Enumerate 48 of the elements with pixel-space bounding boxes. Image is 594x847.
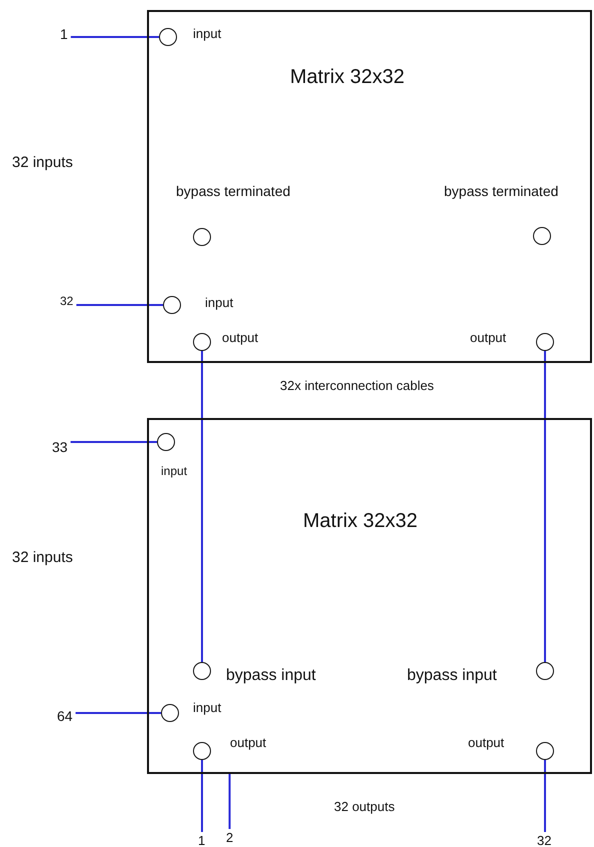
- port-label: input: [193, 701, 222, 716]
- cable-line: [76, 304, 163, 306]
- port-circle: [193, 333, 211, 351]
- port-circle: [536, 742, 554, 760]
- port-circle: [159, 28, 177, 46]
- port-circle: [161, 704, 179, 722]
- port-number: 2: [226, 831, 234, 846]
- box-title: Matrix 32x32: [303, 510, 418, 532]
- port-number: 33: [52, 440, 68, 456]
- port-label: bypass input: [407, 667, 497, 685]
- cable-line: [201, 760, 203, 832]
- port-label: bypass terminated: [176, 184, 290, 200]
- port-label: input: [193, 27, 222, 42]
- box-title: Matrix 32x32: [290, 66, 404, 88]
- cable-line: [544, 351, 546, 662]
- port-number: 1: [198, 834, 206, 847]
- matrix-box: [147, 418, 592, 774]
- port-circle: [533, 227, 551, 245]
- port-label: output: [470, 331, 506, 346]
- port-circle: [163, 296, 181, 314]
- annotation-text: 32x interconnection cables: [280, 379, 434, 394]
- port-number: 1: [60, 27, 68, 42]
- port-number: 32: [537, 834, 552, 847]
- port-label: input: [205, 296, 234, 310]
- port-circle: [157, 433, 175, 451]
- annotation-text: 32 inputs: [12, 550, 73, 566]
- matrix-box: [147, 10, 592, 363]
- cable-line: [70, 441, 157, 443]
- cable-line: [201, 351, 203, 662]
- port-label: bypass terminated: [444, 184, 558, 200]
- cable-line: [70, 36, 159, 38]
- port-circle: [536, 662, 554, 680]
- port-label: bypass input: [226, 667, 316, 685]
- cable-line: [76, 712, 161, 714]
- port-circle: [193, 228, 211, 246]
- port-label: input: [161, 465, 188, 478]
- port-label: output: [468, 736, 504, 750]
- annotation-text: 32 inputs: [12, 155, 73, 172]
- cable-line: [228, 773, 231, 829]
- port-label: output: [230, 736, 266, 750]
- port-circle: [536, 333, 554, 351]
- port-number: 64: [57, 709, 73, 724]
- port-circle: [193, 742, 211, 760]
- annotation-text: 32 outputs: [334, 800, 395, 814]
- port-label: output: [222, 331, 258, 346]
- port-number: 32: [60, 295, 74, 308]
- port-circle: [193, 662, 211, 680]
- cable-line: [544, 760, 546, 832]
